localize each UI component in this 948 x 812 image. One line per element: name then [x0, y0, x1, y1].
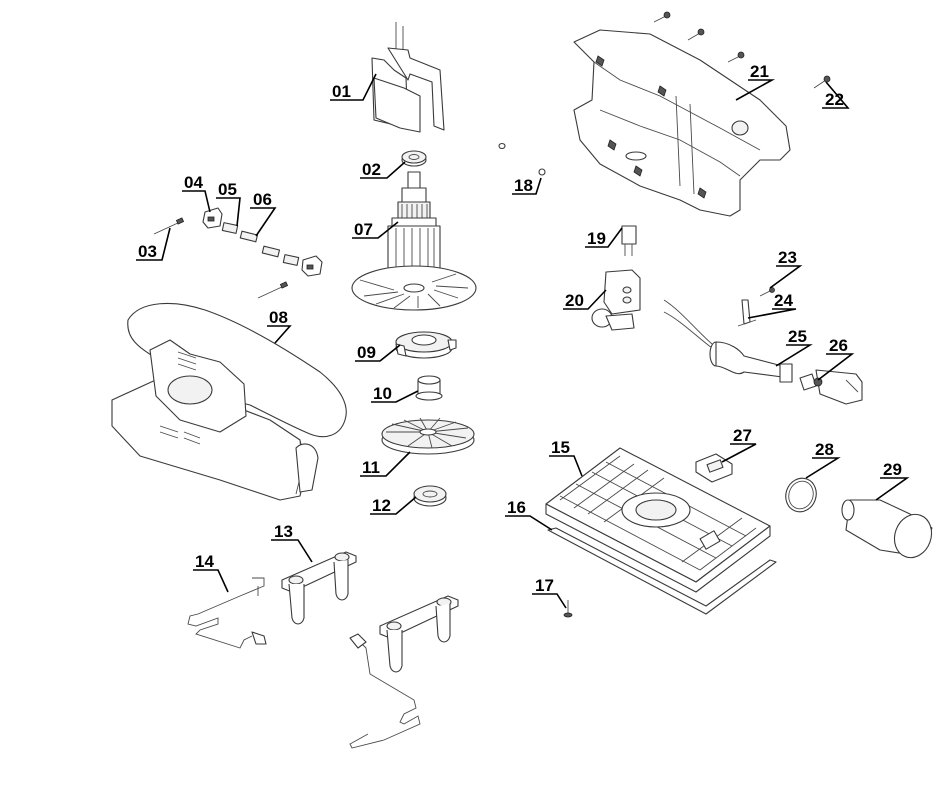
part-brush-set-right — [261, 245, 323, 277]
callout-23: 23 — [778, 248, 797, 267]
callout-24: 24 — [774, 291, 793, 310]
callout-25: 25 — [788, 327, 807, 346]
leader-12 — [370, 496, 417, 515]
leader-28 — [805, 457, 841, 479]
leader-18 — [512, 177, 542, 195]
callout-04: 04 — [184, 173, 203, 192]
callout-11: 11 — [362, 458, 380, 477]
callout-08: 08 — [269, 308, 288, 327]
leader-26 — [817, 353, 855, 381]
leader-15 — [549, 455, 583, 477]
callout-28: 28 — [815, 440, 834, 459]
callout-labels: 01 02 03 04 05 06 07 08 09 10 11 12 13 1… — [138, 62, 902, 595]
callout-14: 14 — [195, 552, 214, 571]
leader-03 — [136, 227, 171, 261]
part-14-clamp-left — [187, 577, 267, 649]
callout-05: 05 — [218, 180, 237, 199]
part-28-o-ring — [785, 477, 817, 513]
part-29-dust-box — [841, 499, 933, 559]
part-25-cable-sleeve — [663, 299, 793, 383]
callout-07: 07 — [354, 220, 373, 239]
callout-02: 02 — [362, 160, 381, 179]
part-04-brush-cap — [202, 207, 223, 229]
part-24-cable-clamp — [737, 299, 757, 327]
leader-29 — [875, 477, 910, 501]
part-16-sanding-pad — [547, 527, 777, 615]
leader-lines — [136, 73, 910, 609]
part-02-bearing — [401, 150, 427, 167]
callout-10: 10 — [373, 384, 392, 403]
leader-23 — [769, 265, 803, 289]
part-22-screw — [813, 75, 831, 89]
leader-09 — [355, 344, 401, 362]
leader-04 — [182, 190, 211, 213]
part-21-housing-right — [573, 29, 791, 217]
leader-25 — [775, 344, 813, 367]
leader-05 — [216, 197, 241, 227]
part-17-screw — [563, 600, 573, 618]
callout-20: 20 — [565, 291, 584, 310]
leader-27 — [721, 443, 757, 463]
callout-27: 27 — [733, 426, 752, 445]
part-housing-screws — [653, 11, 745, 63]
part-13-mount-right — [379, 595, 459, 673]
leader-13 — [271, 539, 313, 563]
callout-29: 29 — [883, 460, 902, 479]
part-01-brush-holder — [371, 22, 445, 133]
part-18-screw — [538, 168, 546, 176]
leader-21 — [735, 79, 776, 101]
leader-10 — [371, 390, 419, 403]
part-07-armature — [351, 171, 477, 311]
callout-06: 06 — [253, 190, 272, 209]
part-26-plug — [799, 369, 863, 405]
leader-08 — [267, 325, 292, 344]
part-15-base-plate — [545, 447, 771, 593]
callout-17: 17 — [535, 576, 554, 595]
callout-19: 19 — [587, 229, 606, 248]
callout-03: 03 — [138, 242, 157, 261]
leader-19 — [585, 227, 623, 248]
callout-18: 18 — [514, 176, 533, 195]
leader-14 — [193, 569, 229, 593]
part-19-capacitor — [621, 225, 637, 256]
part-09-bearing-seat — [395, 331, 457, 359]
part-27-dust-cover — [695, 453, 733, 483]
leader-07 — [352, 221, 399, 239]
part-screw-lower — [257, 281, 289, 299]
part-13-mount-left — [281, 551, 357, 625]
part-small-nut — [498, 142, 506, 150]
part-06-spring — [239, 230, 259, 243]
leader-22 — [822, 81, 850, 109]
callout-09: 09 — [357, 343, 376, 362]
callout-15: 15 — [551, 438, 570, 457]
part-08-housing-left — [111, 302, 347, 501]
leader-11 — [360, 451, 411, 477]
leader-24 — [747, 308, 797, 319]
part-20-switch — [591, 269, 641, 331]
leader-17 — [532, 593, 567, 609]
callout-01: 01 — [332, 82, 351, 101]
part-12-bearing — [413, 485, 447, 507]
part-14-clamp-right — [349, 633, 421, 749]
leader-20 — [563, 289, 607, 310]
leader-16 — [505, 515, 553, 531]
leader-02 — [360, 161, 406, 179]
part-03-screw — [153, 217, 185, 235]
leader-06 — [250, 207, 277, 237]
leader-01 — [330, 73, 377, 101]
part-05-carbon-brush — [221, 222, 239, 234]
callout-12: 12 — [372, 496, 391, 515]
part-11-fan — [381, 417, 475, 455]
callout-26: 26 — [829, 336, 848, 355]
part-23-screw — [759, 287, 775, 297]
callout-16: 16 — [507, 498, 526, 517]
part-10-sleeve — [415, 375, 443, 401]
callout-21: 21 — [750, 62, 769, 81]
callout-22: 22 — [825, 90, 844, 109]
callout-13: 13 — [274, 522, 293, 541]
